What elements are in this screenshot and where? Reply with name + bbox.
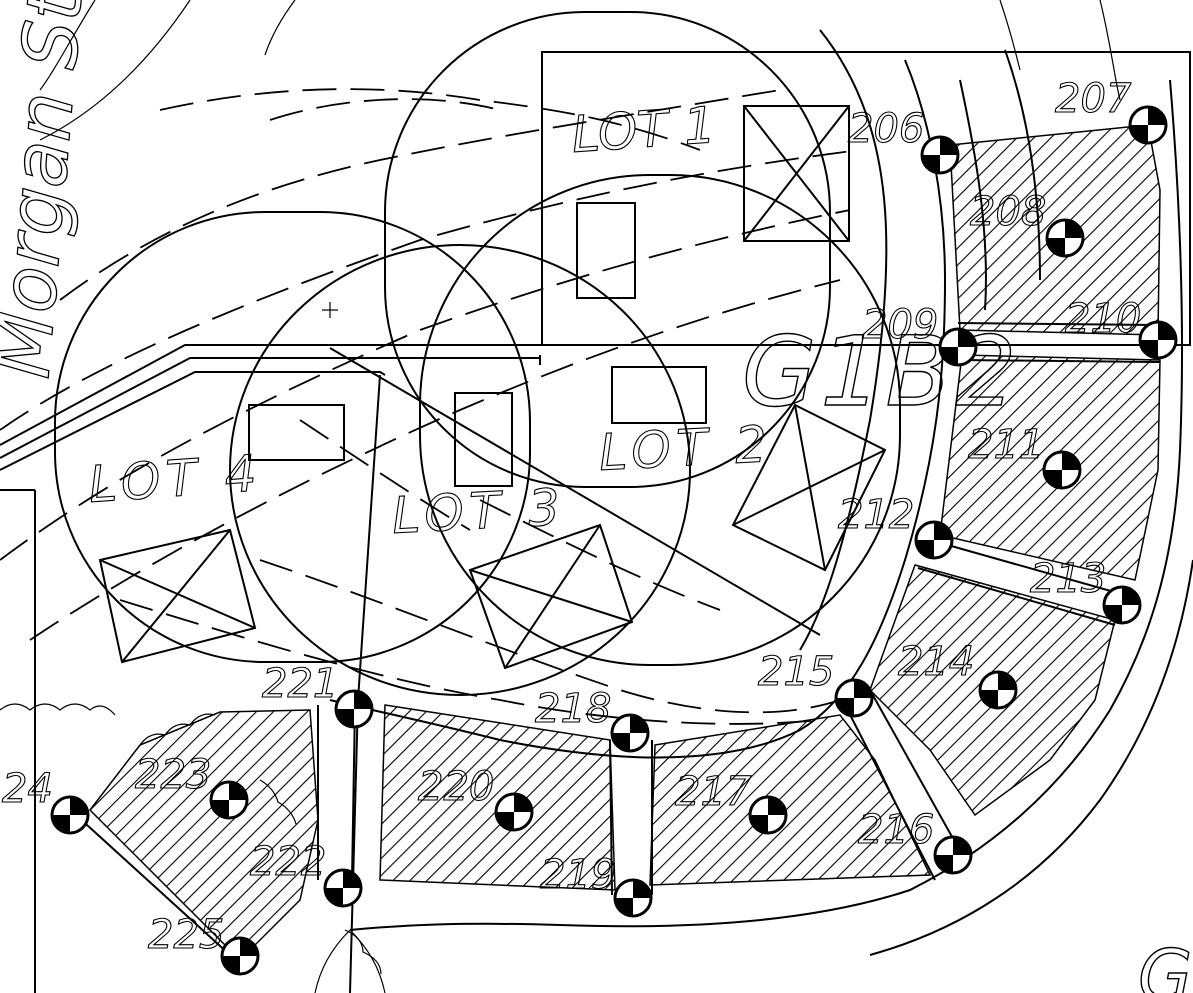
survey-marker-219 — [613, 878, 653, 918]
survey-marker-220 — [494, 792, 534, 832]
vegetation-edges — [0, 703, 382, 975]
survey-marker-210 — [1138, 320, 1178, 360]
survey-marker-206 — [920, 135, 960, 175]
survey-marker-213 — [1102, 585, 1142, 625]
survey-marker-224 — [50, 795, 90, 835]
street-label: Morgan Stat — [0, 0, 107, 382]
label-219: 219 — [540, 852, 616, 898]
survey-marker-217 — [748, 795, 788, 835]
label-213: 213 — [1030, 556, 1106, 602]
label-207: 207 — [1055, 76, 1132, 122]
label-221: 221 — [262, 661, 338, 707]
survey-marker-222 — [323, 868, 363, 908]
curved-road — [314, 29, 1193, 993]
label-223: 223 — [135, 752, 211, 798]
survey-markers — [50, 105, 1178, 976]
survey-marker-208 — [1045, 218, 1085, 258]
label-216: 216 — [858, 807, 934, 853]
lot-4-boundary — [54, 211, 531, 663]
lot-1-label: LOT 1 — [570, 96, 718, 164]
label-224: 24 — [2, 766, 53, 812]
survey-marker-223 — [209, 780, 249, 820]
label-218: 218 — [535, 686, 611, 732]
label-222: 222 — [250, 839, 326, 885]
lot-2-label: LOT 2 — [598, 415, 775, 482]
lot-3-boundary — [229, 244, 691, 696]
corner-letter: G — [1138, 935, 1192, 993]
dashed-contours — [0, 88, 861, 725]
label-220: 220 — [418, 764, 494, 810]
label-212: 212 — [838, 492, 914, 538]
survey-marker-225 — [220, 936, 260, 976]
label-206: 206 — [848, 106, 924, 152]
buildings — [98, 105, 887, 670]
survey-marker-218 — [610, 713, 650, 753]
property-line — [329, 347, 821, 636]
survey-marker-216 — [933, 835, 973, 875]
survey-marker-212 — [914, 520, 954, 560]
label-215: 215 — [758, 649, 834, 695]
label-211: 211 — [968, 422, 1044, 468]
lot-1-boundary — [384, 11, 831, 488]
lot-3-label: LOT 3 — [391, 478, 568, 545]
label-210: 210 — [1065, 296, 1141, 342]
survey-marker-211 — [1042, 450, 1082, 490]
lot-2-boundary — [419, 174, 901, 666]
label-214: 214 — [898, 639, 974, 685]
survey-marker-207 — [1128, 105, 1168, 145]
misc-marks — [39, 0, 1191, 330]
hatch-area-220 — [379, 704, 616, 891]
survey-marker-214 — [978, 670, 1018, 710]
lot-4-label: LOT 4 — [87, 444, 265, 514]
lot-1-garage — [743, 105, 850, 242]
lot-boundaries — [54, 11, 1191, 696]
label-225: 225 — [148, 912, 224, 958]
strip-lines — [64, 322, 1161, 956]
survey-marker-209 — [938, 327, 978, 367]
label-209: 209 — [862, 302, 938, 348]
survey-marker-215 — [834, 678, 874, 718]
label-208: 208 — [970, 189, 1046, 235]
label-217: 217 — [675, 769, 752, 815]
survey-marker-221 — [334, 689, 374, 729]
